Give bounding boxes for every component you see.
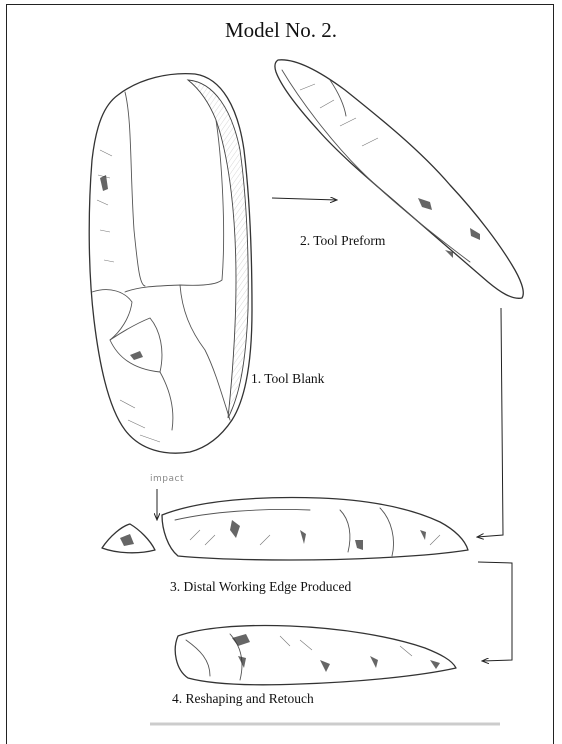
step-label-distal-edge: 3. Distal Working Edge Produced	[170, 579, 351, 595]
tool-preform-drawing	[275, 60, 523, 299]
tool-blank-drawing	[89, 74, 252, 454]
step-label-tool-blank: 1. Tool Blank	[251, 371, 324, 387]
removed-flake-drawing	[102, 524, 155, 553]
arrow-blank-to-preform	[272, 198, 337, 200]
step-label-reshaping: 4. Reshaping and Retouch	[172, 691, 314, 707]
distal-edge-drawing	[162, 498, 468, 560]
step-label-tool-preform: 2. Tool Preform	[300, 233, 385, 249]
impact-annotation: impact	[150, 474, 184, 484]
retouch-drawing	[175, 625, 456, 684]
lithic-drawing	[0, 0, 562, 729]
arrow-preform-to-edge	[477, 308, 503, 537]
arrow-edge-to-retouch	[478, 562, 512, 661]
